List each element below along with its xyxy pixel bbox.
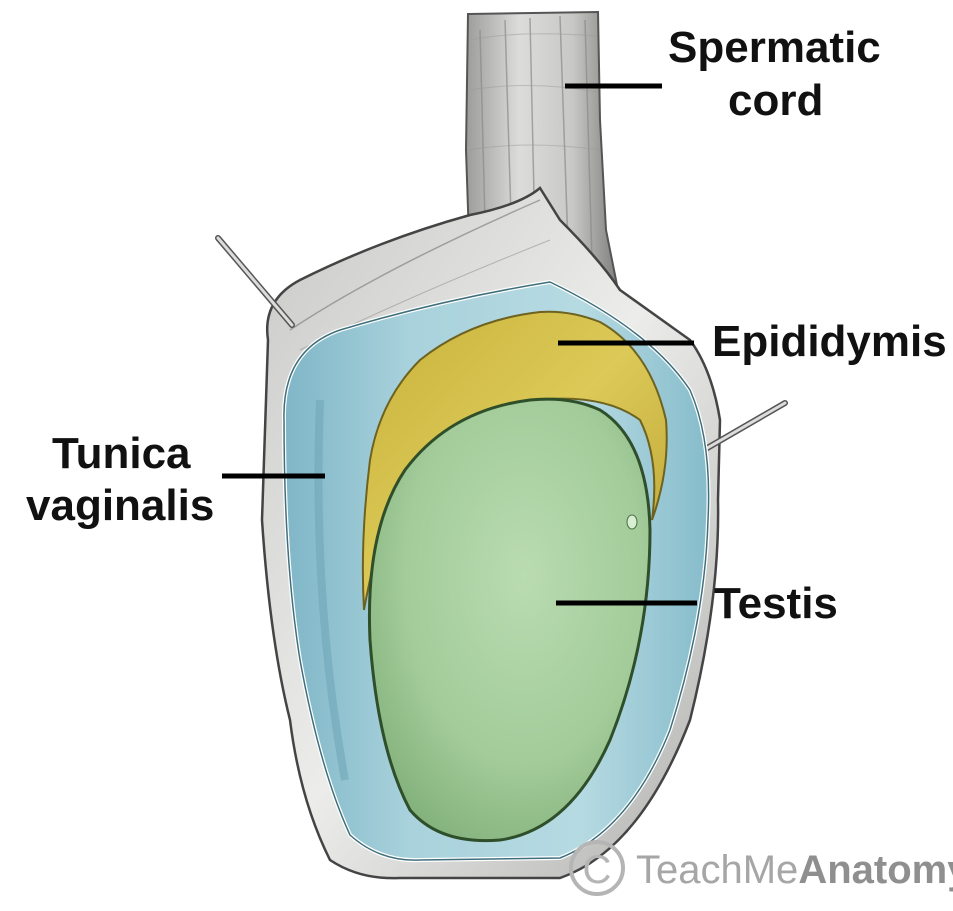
label-spermatic-cord: Spermatic cord — [565, 23, 881, 125]
spermatic-cord-label-line2: cord — [728, 76, 823, 125]
teachmeanatomy-watermark: C TeachMeAnatomy — [571, 842, 953, 894]
tunica-vaginalis-label-line1: Tunica — [52, 429, 191, 478]
copyright-symbol: C — [583, 848, 612, 892]
spermatic-cord-label-line1: Spermatic — [668, 23, 881, 72]
testis-label: Testis — [714, 579, 838, 628]
watermark-text: TeachMeAnatomy — [636, 848, 953, 892]
epididymis-label: Epididymis — [712, 317, 947, 366]
tunica-vaginalis-label-line2: vaginalis — [26, 481, 214, 530]
pin-left-illustration — [218, 238, 292, 325]
